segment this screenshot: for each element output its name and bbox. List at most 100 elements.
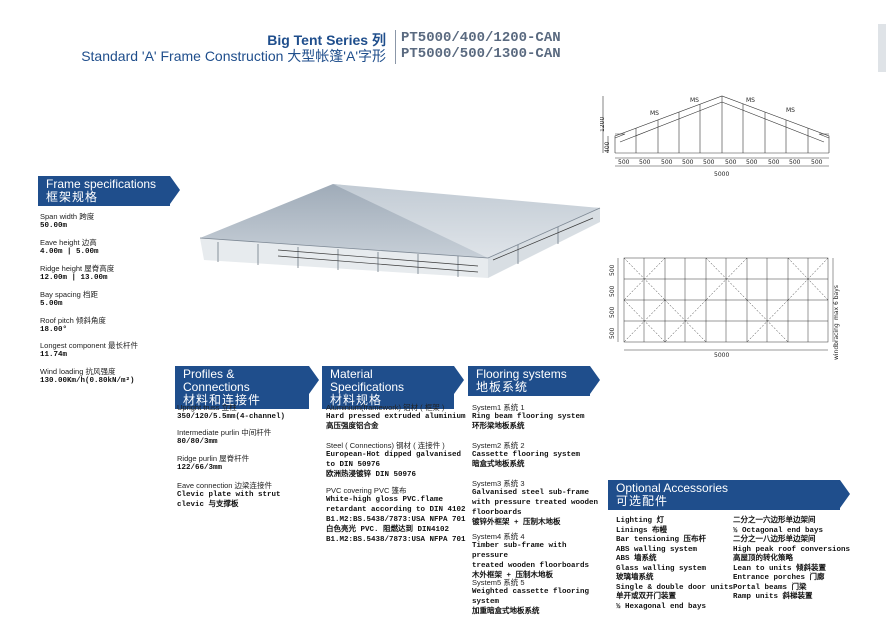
ms-label-2: MS bbox=[690, 97, 699, 104]
material-label: Aluminium(framework) 铝材 ( 框架 ) bbox=[326, 403, 445, 412]
material-value: White-high gloss PVC.flame retardant acc… bbox=[326, 496, 466, 544]
material-label: Steel ( Connections) 钢材 ( 连接件 ) bbox=[326, 441, 445, 450]
accessory-item: High peak roof conversions bbox=[733, 545, 851, 554]
profile-value: 122/66/3mm bbox=[177, 464, 223, 472]
frame-specs-tab: Frame specifications 框架规格 bbox=[38, 176, 180, 206]
accessory-item: ABS 墙系统 bbox=[616, 555, 657, 563]
bay-label-6: 500 bbox=[725, 159, 737, 166]
accessory-item: Ramp units 斜梯装置 bbox=[733, 593, 813, 601]
page-title: Big Tent Series 列 bbox=[267, 32, 386, 48]
ms-label-1: MS bbox=[650, 110, 659, 117]
plan-left-label-2: 500 bbox=[609, 285, 616, 297]
profiles-tab: Profiles & Connections 材料和连接件 bbox=[175, 366, 319, 409]
frame-spec-value: 130.00Km/h(0.80kN/m²) bbox=[40, 377, 135, 385]
windbracing-label: windbracing bbox=[833, 323, 840, 360]
material-value: Hard pressed extruded aluminium 高压强度铝合金 bbox=[326, 413, 466, 431]
accessory-item: 单开或双开门装置 bbox=[616, 593, 676, 601]
accessory-item: 高屋顶的转化策略 bbox=[733, 555, 793, 563]
max-bays-label: max 6 bays bbox=[833, 285, 840, 320]
bay-label-1: 500 bbox=[618, 159, 630, 166]
accessory-item: Linings 布幔 bbox=[616, 526, 668, 535]
materials-title: Material Specifications bbox=[330, 367, 405, 394]
elevation-drawing: MS MS MS MS 1200 400 500 500 500 500 500… bbox=[600, 95, 830, 178]
bay-label-5: 500 bbox=[703, 159, 715, 166]
frame-spec-value: 50.00m bbox=[40, 222, 68, 230]
material-value: European-Hot dipped galvanised to DIN 50… bbox=[326, 451, 462, 479]
frame-spec-label: Roof pitch 倾斜角度 bbox=[40, 316, 106, 325]
bay-label-8: 500 bbox=[768, 159, 780, 166]
frame-spec-value: 5.00m bbox=[40, 300, 63, 308]
flooring-value: Ring beam flooring system 环形梁地板系统 bbox=[472, 413, 585, 431]
frame-spec-label: Longest component 最长杆件 bbox=[40, 341, 138, 350]
bay-label-2: 500 bbox=[639, 159, 651, 166]
profile-value: Clevic plate with strut clevic 与支撑板 bbox=[177, 491, 281, 509]
model-code-2: PT5000/500/1300-CAN bbox=[401, 46, 561, 62]
accessory-item: 二分之一六边形单边架间 bbox=[733, 517, 816, 525]
ms-label-4: MS bbox=[786, 107, 795, 114]
frame-spec-label: Wind loading 抗风强度 bbox=[40, 367, 116, 376]
accessories-title: Optional Accessories bbox=[616, 481, 729, 495]
bay-label-4: 500 bbox=[682, 159, 694, 166]
plan-drawing: 500 500 500 500 windbracing max 6 bays 5… bbox=[609, 257, 840, 360]
flooring-label: System4 系统 4 bbox=[472, 532, 525, 541]
profile-label: Upright truss 立柱 bbox=[177, 403, 237, 412]
accessory-item: ½ Octagonal end bays bbox=[733, 526, 824, 535]
accessory-item: Lighting 灯 bbox=[616, 517, 665, 525]
plan-left-label-1: 500 bbox=[609, 264, 616, 276]
flooring-label: System3 系统 3 bbox=[472, 479, 525, 488]
frame-spec-value: 11.74m bbox=[40, 351, 68, 359]
accessory-item: 二分之一八边形单边架间 bbox=[733, 536, 816, 544]
profile-value: 350/120/5.5mm(4-channel) bbox=[177, 413, 286, 421]
ms-label-3: MS bbox=[746, 97, 755, 104]
height-label: 1200 bbox=[600, 117, 606, 132]
profile-label: Ridge purlin 屋脊杆件 bbox=[177, 454, 250, 463]
flooring-label: System5 系统 5 bbox=[472, 578, 525, 587]
accessory-item: Entrance porches 门廊 bbox=[733, 574, 825, 582]
flooring-title-cn: 地板系统 bbox=[476, 380, 529, 394]
bay-label-3: 500 bbox=[661, 159, 673, 166]
model-code-1: PT5000/400/1200-CAN bbox=[401, 30, 561, 46]
tent-illustration bbox=[199, 184, 601, 278]
frame-specs-title: Frame specifications bbox=[46, 177, 157, 191]
profiles-title: Profiles & Connections bbox=[183, 367, 250, 394]
page-subtitle: Standard 'A' Frame Construction 大型帐篷'A'字… bbox=[81, 48, 386, 64]
accessory-item: Single & double door units bbox=[616, 583, 734, 592]
frame-spec-label: Eave height 边高 bbox=[40, 238, 97, 247]
accessory-item: Lean to units 倾斜装置 bbox=[733, 564, 827, 573]
accessories-title-cn: 可选配件 bbox=[616, 494, 669, 508]
flooring-value: Weighted cassette flooring system 加重暗盒式地… bbox=[472, 588, 590, 616]
accessory-item: ABS walling system bbox=[616, 545, 698, 554]
flooring-value: Cassette flooring system 暗盒式地板系统 bbox=[472, 451, 581, 469]
bay-label-7: 500 bbox=[746, 159, 758, 166]
accessory-item: 玻璃墙系统 bbox=[616, 574, 654, 582]
materials-tab: Material Specifications 材料规格 bbox=[322, 366, 464, 409]
title-divider bbox=[395, 30, 396, 64]
plan-left-label-3: 500 bbox=[609, 306, 616, 318]
profile-label: Eave connection 边梁连接件 bbox=[177, 481, 273, 490]
flooring-value: Galvanised steel sub-frame with pressure… bbox=[472, 489, 599, 527]
plan-left-label-4: 500 bbox=[609, 327, 616, 339]
accessories-tab: Optional Accessories 可选配件 bbox=[608, 480, 850, 510]
eave-label: 400 bbox=[604, 141, 611, 153]
flooring-title: Flooring systems bbox=[476, 367, 567, 381]
accessory-item: Portal beams 门梁 bbox=[733, 583, 807, 592]
accessory-item: Glass walling system bbox=[616, 564, 707, 573]
elevation-total-label: 5000 bbox=[714, 171, 729, 178]
frame-spec-value: 18.00° bbox=[40, 326, 68, 334]
frame-spec-label: Ridge height 屋脊高度 bbox=[40, 264, 115, 273]
frame-spec-value: 4.00m | 5.00m bbox=[40, 248, 99, 256]
plan-total-label: 5000 bbox=[714, 352, 729, 359]
bay-label-9: 500 bbox=[789, 159, 801, 166]
materials-title-cn: 材料规格 bbox=[330, 393, 383, 407]
frame-spec-label: Bay spacing 档距 bbox=[40, 290, 98, 299]
frame-spec-label: Span width 跨度 bbox=[40, 212, 95, 221]
profiles-title-cn: 材料和连接件 bbox=[183, 393, 262, 407]
profile-label: Intermediate purlin 中间杆件 bbox=[177, 428, 272, 437]
flooring-label: System2 系统 2 bbox=[472, 441, 525, 450]
accessory-item: Bar tensioning 压布杆 bbox=[616, 536, 707, 544]
material-label: PVC covering PVC 篷布 bbox=[326, 486, 407, 495]
flooring-tab: Flooring systems 地板系统 bbox=[468, 366, 600, 396]
flooring-label: System1 系统 1 bbox=[472, 403, 525, 412]
